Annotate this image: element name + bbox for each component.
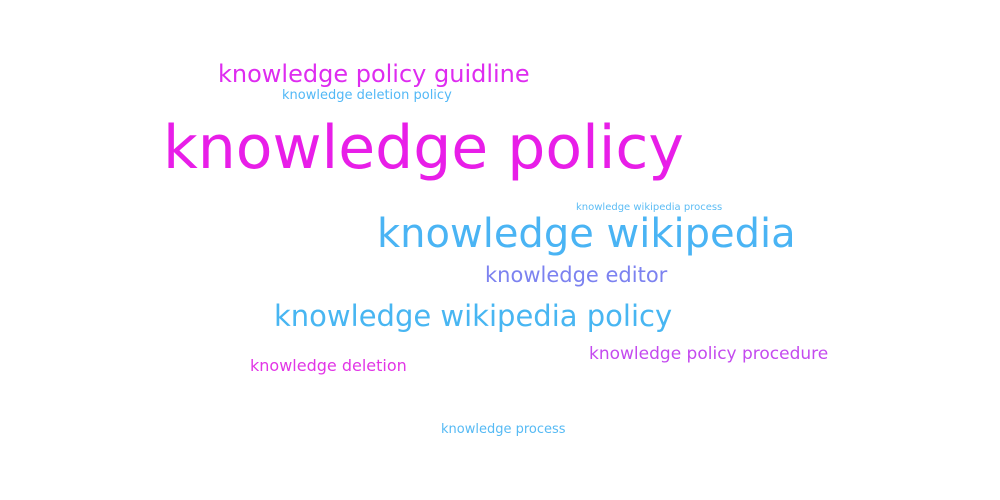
word-knowledge-policy-procedure: knowledge policy procedure bbox=[589, 344, 829, 364]
word-knowledge-editor: knowledge editor bbox=[485, 263, 668, 287]
word-knowledge-wikipedia: knowledge wikipedia bbox=[377, 211, 796, 257]
word-knowledge-wikipedia-process: knowledge wikipedia process bbox=[576, 202, 723, 213]
word-knowledge-deletion-policy: knowledge deletion policy bbox=[282, 88, 452, 103]
word-knowledge-wikipedia-policy: knowledge wikipedia policy bbox=[274, 299, 673, 333]
word-knowledge-policy-guidline: knowledge policy guidline bbox=[218, 60, 530, 88]
word-knowledge-policy: knowledge policy bbox=[163, 113, 684, 183]
word-knowledge-deletion: knowledge deletion bbox=[250, 356, 407, 375]
word-knowledge-process: knowledge process bbox=[441, 422, 566, 437]
